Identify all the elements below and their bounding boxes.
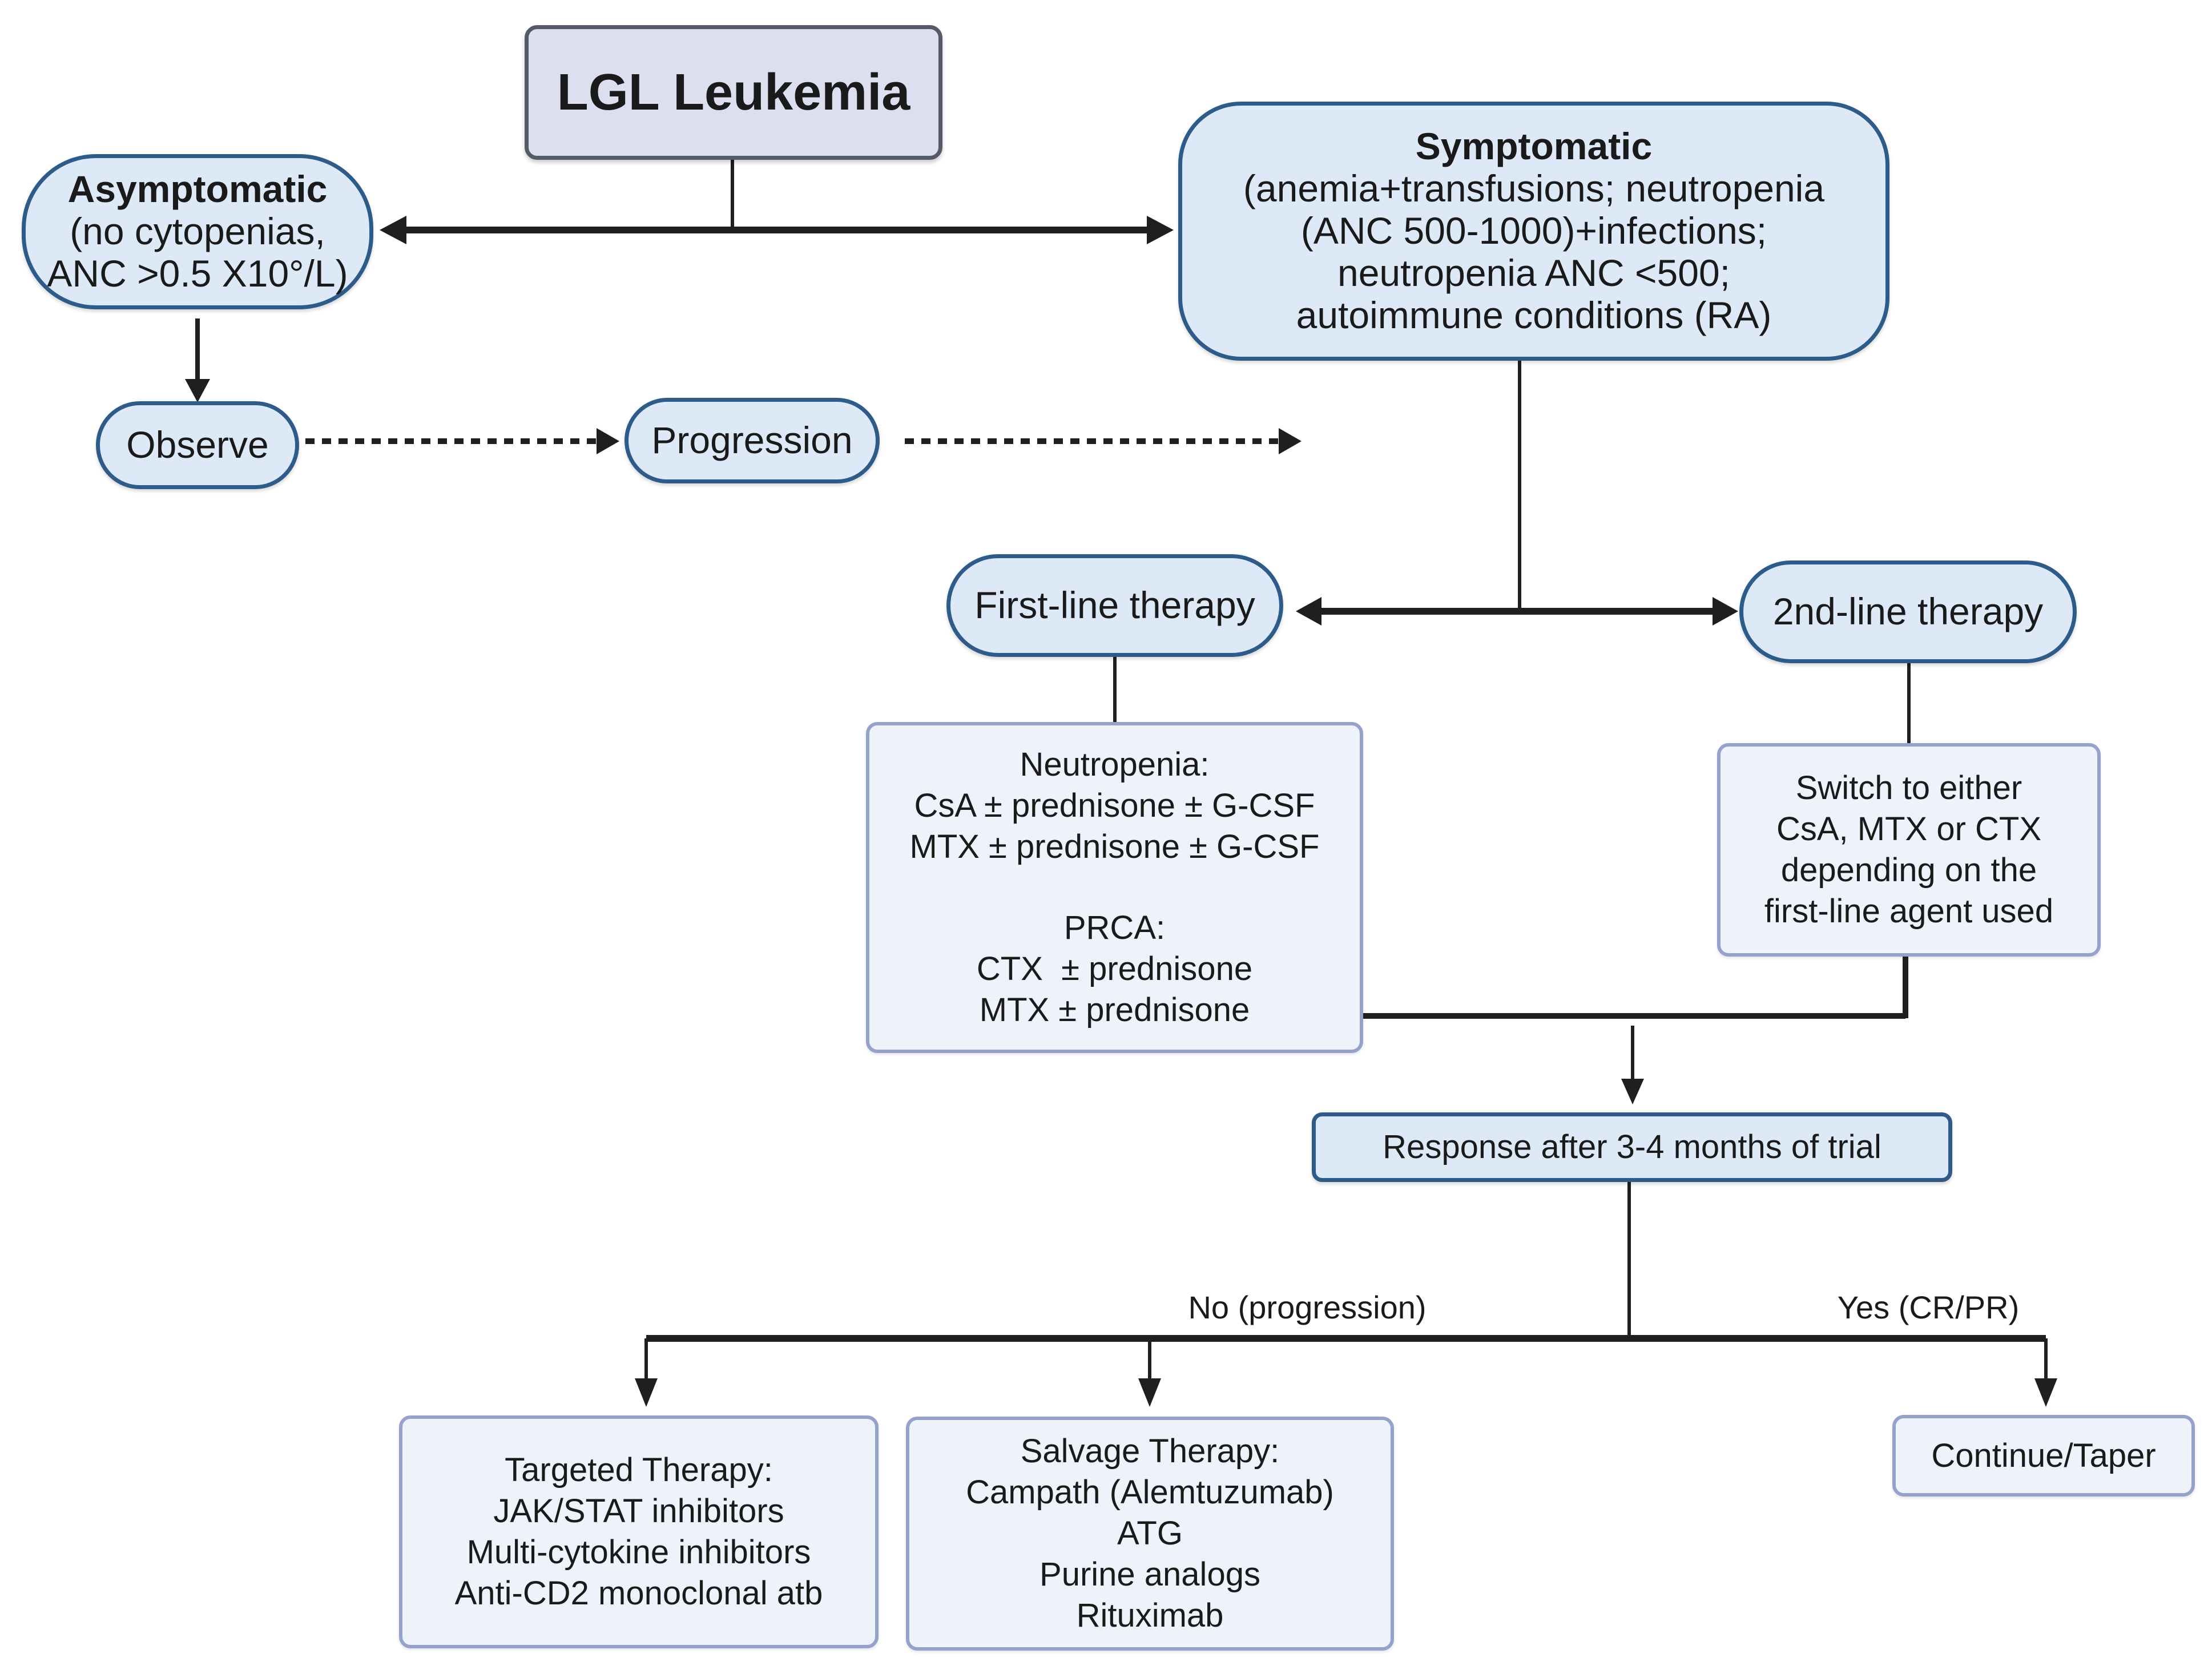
second-line-detail-line: CsA, MTX or CTX <box>1776 810 2042 848</box>
asymptomatic-line: ANC >0.5 X10°/L) <box>47 252 348 295</box>
second-line-details-box: Switch to either CsA, MTX or CTX dependi… <box>1717 743 2101 957</box>
branch-no-label: No (progression) <box>1188 1289 1427 1325</box>
targeted-therapy-line: Multi-cytokine inhibitors <box>466 1534 811 1571</box>
arrowhead-progression-onward <box>1279 428 1302 454</box>
continue-taper-label: Continue/Taper <box>1931 1437 2156 1474</box>
response-node: Response after 3-4 months of trial <box>1312 1112 1952 1182</box>
neutropenia-regimen: MTX ± prednisone ± G-CSF <box>909 828 1320 866</box>
symptomatic-line: (anemia+transfusions; neutropenia <box>1243 167 1825 210</box>
arrowhead-salvage <box>1138 1378 1161 1407</box>
salvage-therapy-line: ATG <box>1117 1515 1183 1552</box>
targeted-therapy-line: JAK/STAT inhibitors <box>493 1493 784 1530</box>
continue-taper-box: Continue/Taper <box>1892 1415 2195 1496</box>
salvage-therapy-box: Salvage Therapy: Campath (Alemtuzumab) A… <box>906 1417 1394 1651</box>
symptomatic-heading: Symptomatic <box>1415 125 1653 168</box>
first-line-therapy-node: First-line therapy <box>946 554 1283 657</box>
asymptomatic-heading: Asymptomatic <box>67 168 328 211</box>
title-text: LGL Leukemia <box>557 63 910 121</box>
arrowhead-response <box>1621 1079 1644 1104</box>
second-line-detail-line: depending on the <box>1780 852 2037 889</box>
arrowhead-observe <box>185 379 210 402</box>
observe-node: Observe <box>96 401 299 489</box>
prca-regimen: CTX ± prednisone <box>976 950 1253 987</box>
first-line-details-box: Neutropenia: CsA ± prednisone ± G-CSF MT… <box>866 722 1363 1053</box>
targeted-therapy-line: Targeted Therapy: <box>505 1451 773 1489</box>
second-line-label: 2nd-line therapy <box>1772 590 2044 633</box>
asymptomatic-line: (no cytopenias, <box>70 210 325 253</box>
salvage-therapy-line: Campath (Alemtuzumab) <box>966 1474 1334 1511</box>
symptomatic-node: Symptomatic (anemia+transfusions; neutro… <box>1178 102 1889 361</box>
salvage-therapy-line: Salvage Therapy: <box>1020 1433 1280 1470</box>
second-line-detail-line: first-line agent used <box>1764 892 2054 930</box>
prca-heading: PRCA: <box>1063 909 1166 946</box>
branch-yes-label: Yes (CR/PR) <box>1837 1289 2020 1325</box>
first-line-label: First-line therapy <box>974 584 1255 627</box>
observe-label: Observe <box>126 423 269 466</box>
symptomatic-line: neutropenia ANC <500; <box>1337 251 1730 294</box>
asymptomatic-node: Asymptomatic (no cytopenias, ANC >0.5 X1… <box>22 154 373 309</box>
salvage-therapy-line: Purine analogs <box>1039 1555 1260 1593</box>
symptomatic-line: autoimmune conditions (RA) <box>1296 293 1772 336</box>
symptomatic-line: (ANC 500-1000)+infections; <box>1300 209 1767 252</box>
progression-label: Progression <box>651 419 853 462</box>
progression-node: Progression <box>624 398 880 483</box>
arrowhead-second-line <box>1713 597 1738 626</box>
arrowhead-targeted <box>635 1378 658 1407</box>
arrowhead-progression <box>597 428 619 454</box>
neutropenia-heading: Neutropenia: <box>1020 746 1210 784</box>
targeted-therapy-box: Targeted Therapy: JAK/STAT inhibitors Mu… <box>399 1415 879 1648</box>
arrowhead-continue <box>2034 1378 2057 1407</box>
lgl-leukemia-title-box: LGL Leukemia <box>525 25 942 160</box>
neutropenia-regimen: CsA ± prednisone ± G-CSF <box>914 787 1315 825</box>
targeted-therapy-line: Anti-CD2 monoclonal atb <box>454 1574 823 1612</box>
prca-regimen: MTX ± prednisone <box>979 991 1250 1028</box>
arrowhead-first-line <box>1296 597 1321 626</box>
second-line-therapy-node: 2nd-line therapy <box>1739 560 2077 663</box>
arrowhead-symptomatic <box>1147 216 1174 244</box>
salvage-therapy-line: Rituximab <box>1076 1596 1224 1634</box>
arrowhead-asymptomatic <box>380 216 406 244</box>
response-label: Response after 3-4 months of trial <box>1383 1128 1881 1166</box>
second-line-detail-line: Switch to either <box>1795 769 2022 807</box>
